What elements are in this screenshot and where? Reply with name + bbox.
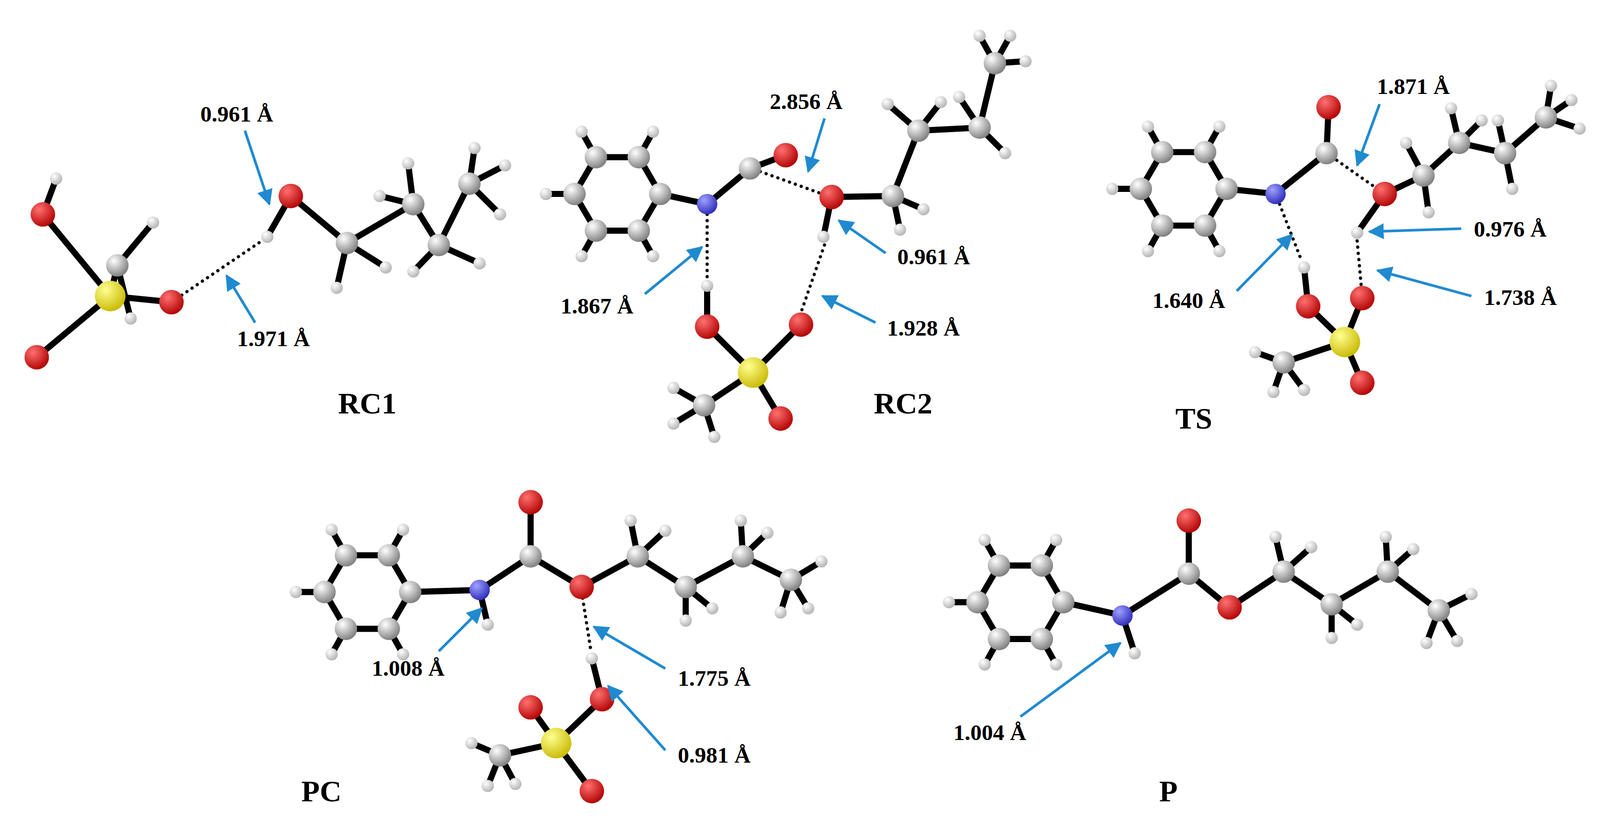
pc-structure bbox=[289, 489, 828, 804]
distance-label: 1.871 Å bbox=[1377, 74, 1450, 100]
structure-label: P bbox=[1159, 774, 1178, 808]
distance-label: 2.856 Å bbox=[769, 89, 843, 115]
distance-label: 1.867 Å bbox=[560, 293, 634, 319]
distance-label: 1.008 Å bbox=[371, 655, 445, 681]
rc2-structure bbox=[539, 29, 1032, 443]
distance-label: 1.640 Å bbox=[1152, 288, 1226, 314]
distance-label: 1.738 Å bbox=[1483, 285, 1557, 311]
distance-label: 1.775 Å bbox=[677, 665, 751, 692]
distance-label: 1.971 Å bbox=[237, 326, 310, 352]
distance-label: 1.004 Å bbox=[953, 720, 1026, 746]
distance-label: 0.961 Å bbox=[200, 101, 274, 128]
ts-structure bbox=[1106, 79, 1586, 398]
structure-label: RC1 bbox=[337, 386, 397, 420]
p-structure bbox=[942, 508, 1478, 671]
distance-label: 1.928 Å bbox=[886, 316, 960, 342]
structure-label: TS bbox=[1175, 401, 1213, 435]
distance-label: 0.961 Å bbox=[897, 244, 971, 270]
distance-label: 0.976 Å bbox=[1473, 216, 1547, 243]
distance-label: 0.981 Å bbox=[677, 742, 751, 768]
structure-label: PC bbox=[301, 774, 342, 808]
rc1-structure bbox=[24, 141, 512, 370]
structure-label: RC2 bbox=[873, 386, 933, 420]
leader-arrows bbox=[226, 103, 1472, 750]
